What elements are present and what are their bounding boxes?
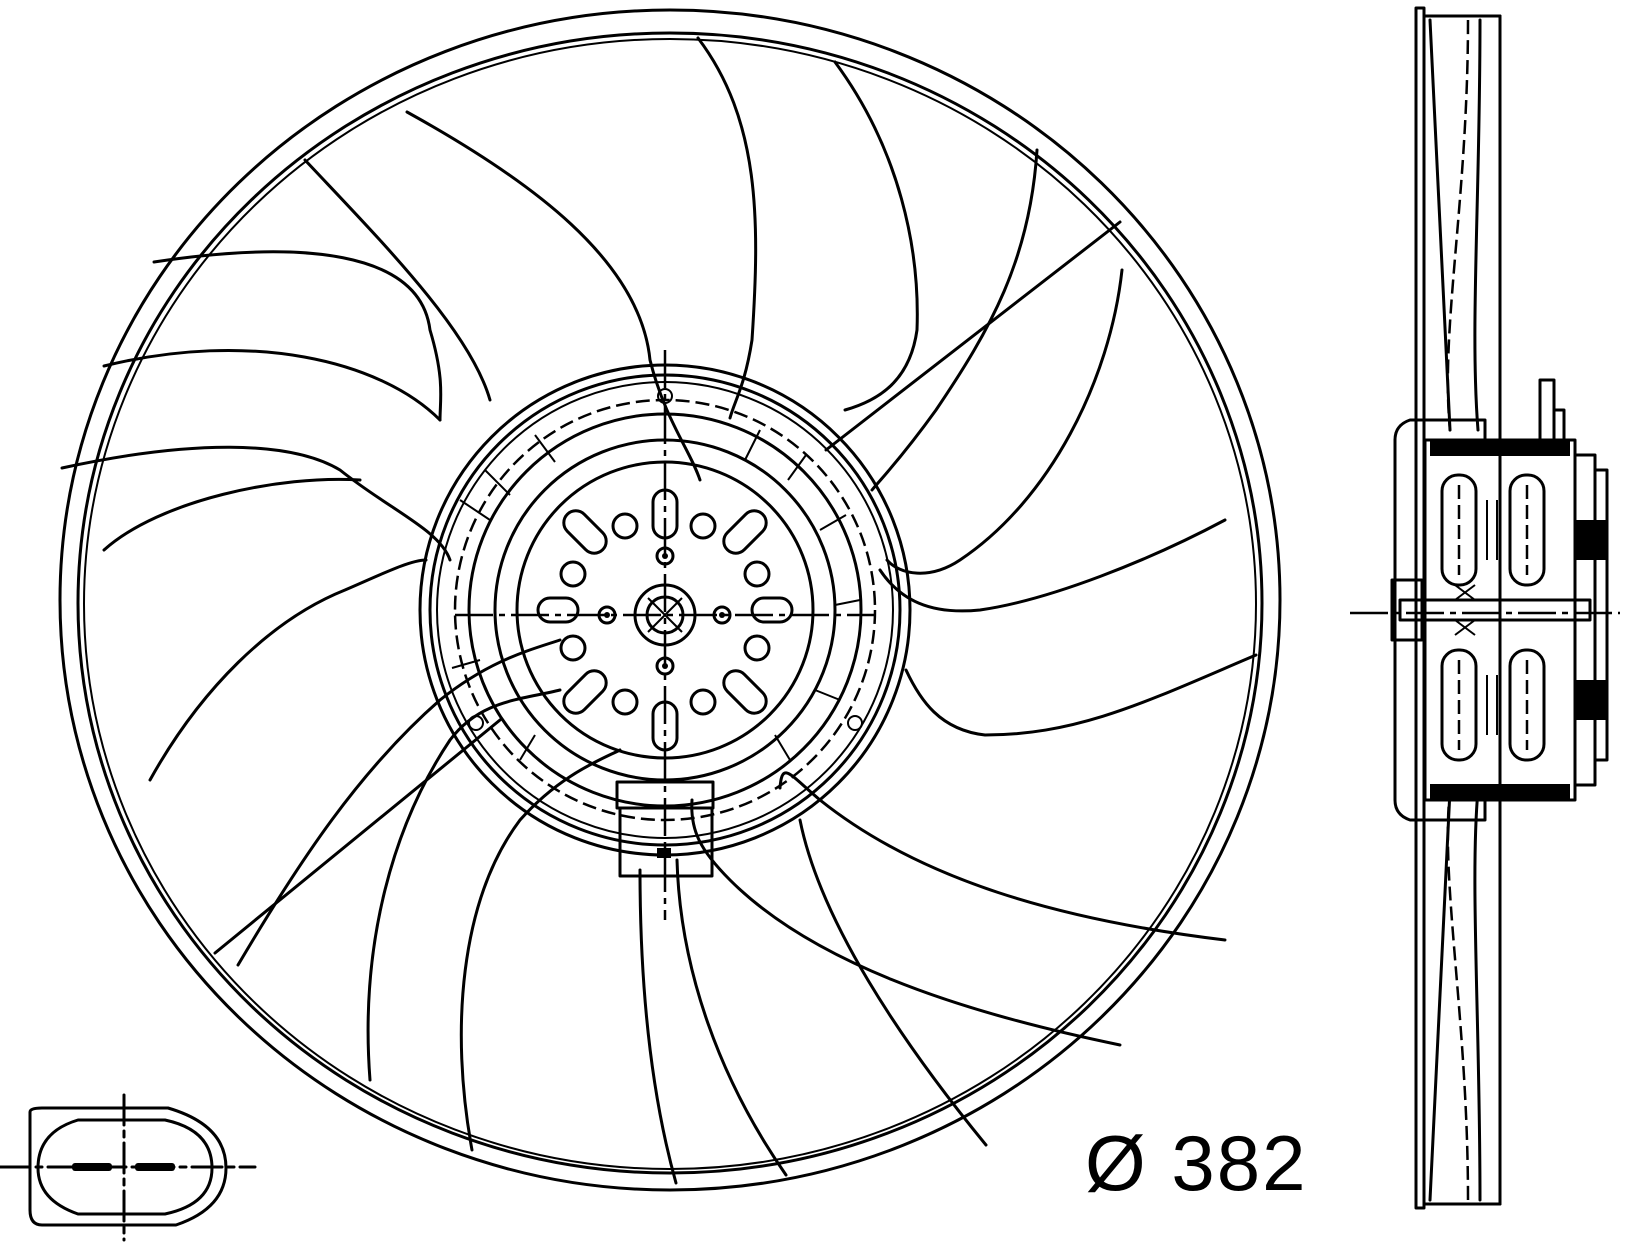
section-line-upper bbox=[824, 220, 1122, 452]
stator-windings bbox=[1440, 473, 1546, 762]
hub-connector bbox=[615, 780, 715, 878]
shroud-ring bbox=[58, 8, 1282, 1192]
side-section-view bbox=[1350, 6, 1620, 1210]
diameter-dimension-label: Ø 382 bbox=[1085, 1119, 1308, 1207]
connector-detail-view bbox=[0, 1093, 257, 1242]
section-line-lower bbox=[213, 718, 502, 955]
front-view bbox=[58, 8, 1282, 1192]
